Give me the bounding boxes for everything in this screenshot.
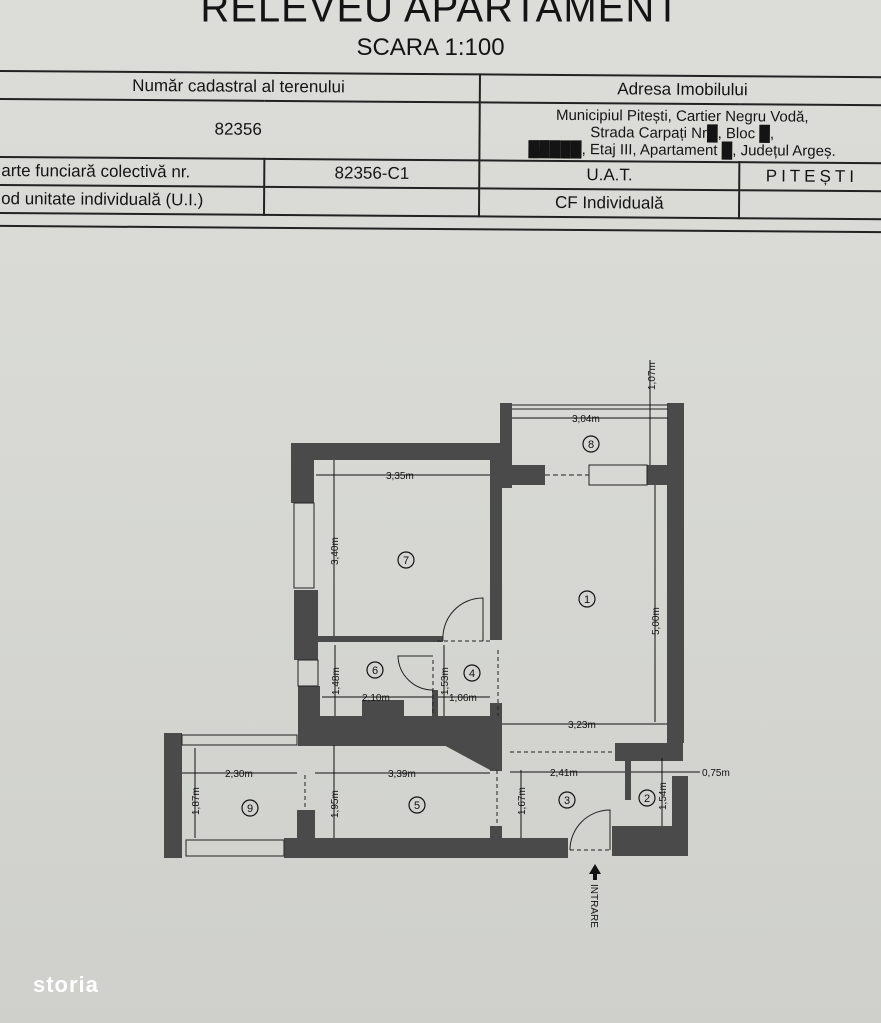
walls	[164, 403, 688, 858]
room-2-number: 2	[644, 793, 650, 805]
svg-text:3,04m: 3,04m	[572, 414, 600, 425]
svg-text:1,67m: 1,67m	[517, 787, 528, 815]
svg-text:0,75m: 0,75m	[702, 768, 730, 779]
room-number-circles	[241, 435, 656, 817]
room-numbers: 1 2 3 4 5 6 7 8 9	[247, 439, 650, 815]
svg-text:1,53m: 1,53m	[440, 667, 451, 695]
room-7-number: 7	[403, 555, 409, 567]
thin-lines	[181, 404, 668, 857]
svg-text:3,23m: 3,23m	[568, 720, 596, 731]
svg-text:2,41m: 2,41m	[550, 768, 578, 779]
svg-text:1,87m: 1,87m	[191, 787, 202, 815]
storia-watermark: storia	[33, 972, 99, 997]
room-6-number: 6	[372, 665, 378, 677]
dimension-lines	[182, 360, 700, 838]
room-8-number: 8	[588, 439, 594, 451]
svg-text:3,40m: 3,40m	[330, 537, 341, 565]
document-title: RELEVEU APARTAMENT	[200, 0, 681, 32]
svg-text:1,48m: 1,48m	[331, 667, 342, 695]
room-3-number: 3	[564, 795, 570, 807]
room-5-number: 5	[414, 800, 420, 812]
svg-text:2,30m: 2,30m	[225, 769, 253, 780]
svg-text:2,10m: 2,10m	[362, 693, 390, 704]
room-4-number: 4	[469, 668, 475, 680]
svg-text:1,54m: 1,54m	[658, 782, 669, 810]
svg-text:INTRARE: INTRARE	[588, 884, 599, 928]
svg-text:1,06m: 1,06m	[449, 693, 477, 704]
room-1-number: 1	[584, 594, 590, 606]
svg-text:3,35m: 3,35m	[386, 471, 414, 482]
svg-text:3,39m: 3,39m	[388, 769, 416, 780]
svg-text:5,00m: 5,00m	[651, 607, 662, 635]
svg-text:1,07m: 1,07m	[647, 362, 658, 390]
entrance-marker: INTRARE	[588, 864, 601, 928]
room-9-number: 9	[247, 803, 253, 815]
entrance-arrow-icon	[589, 864, 601, 880]
scale-label: SCARA 1:100	[356, 34, 505, 61]
dimension-labels: 1,07m 3,04m 3,35m 3,40m 5,00m 1,48m 2,10…	[191, 362, 730, 818]
svg-text:1,95m: 1,95m	[330, 790, 341, 818]
